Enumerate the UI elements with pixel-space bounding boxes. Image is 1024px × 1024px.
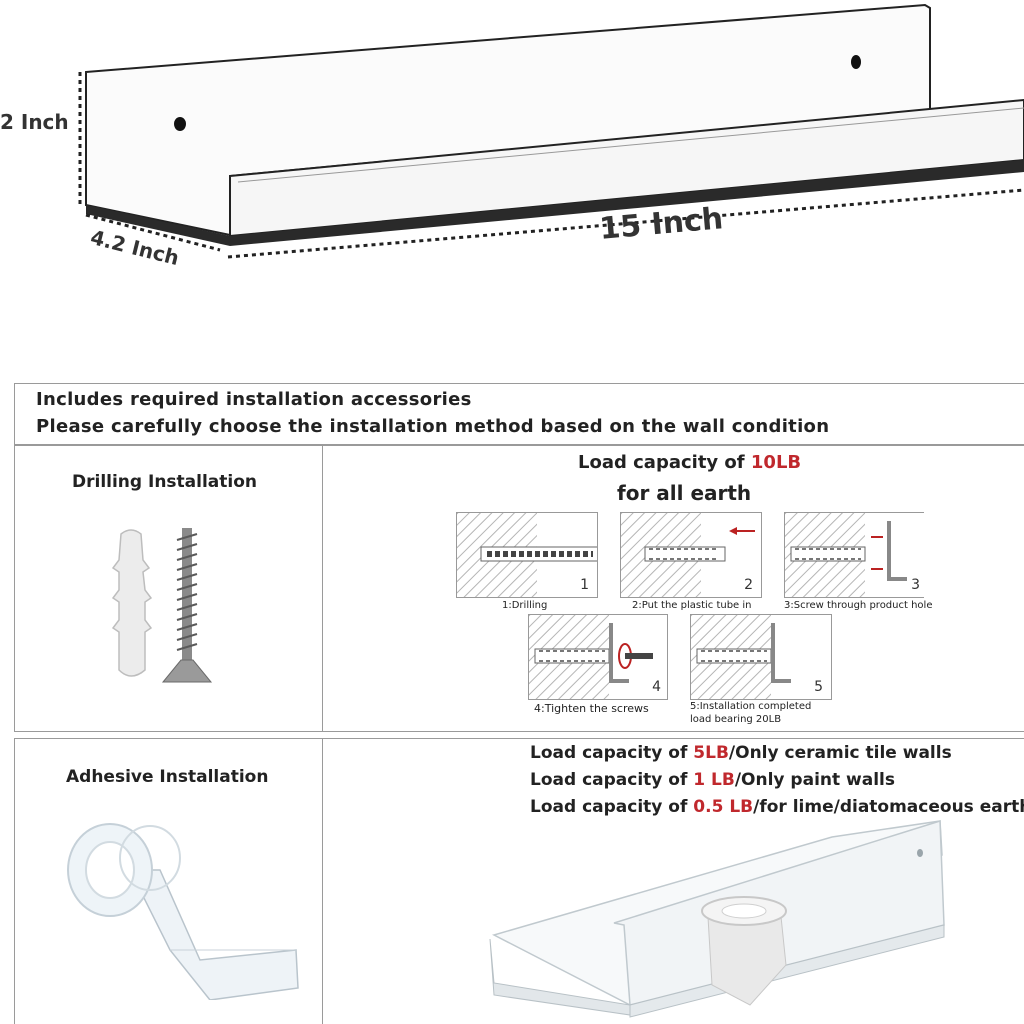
step-4-diagram: 4 <box>528 614 668 700</box>
anchor-and-screw-image <box>111 528 213 683</box>
adhesive-line-1-prefix: Load capacity of <box>530 743 694 763</box>
step-1-caption: 1:Drilling <box>502 600 548 611</box>
drilling-load-value: 10LB <box>750 452 802 473</box>
step-1-diagram: 1 <box>456 512 598 598</box>
step-5-caption: 5:Installation completed <box>690 701 812 712</box>
adhesive-load-line-1: Load capacity of 5LB/Only ceramic tile w… <box>530 743 952 763</box>
step-1-number: 1 <box>580 577 589 593</box>
step-4-number: 4 <box>652 679 661 695</box>
adhesive-line-1-suffix: /Only ceramic tile walls <box>728 743 952 763</box>
step-2-diagram: 2 <box>620 512 762 598</box>
step-5-number: 5 <box>814 679 823 695</box>
dim-height-label: 2 Inch <box>0 110 69 134</box>
step-3-number: 3 <box>911 577 920 593</box>
step-2-caption: 2:Put the plastic tube in <box>632 600 752 611</box>
adhesive-title: Adhesive Installation <box>66 767 269 787</box>
adhesive-line-2-prefix: Load capacity of <box>530 770 694 790</box>
adhesive-row <box>14 738 1024 1024</box>
step-5-caption-2: load bearing 20LB <box>690 714 782 725</box>
step-4-caption: 4:Tighten the screws <box>534 702 649 715</box>
drilling-load-suffix: for all earth <box>617 481 752 505</box>
drilling-title: Drilling Installation <box>72 472 257 492</box>
adhesive-line-2-value: 1 LB <box>693 770 735 790</box>
header-line-2: Please carefully choose the installation… <box>36 416 830 437</box>
adhesive-load-line-3: Load capacity of 0.5 LB/for lime/diatoma… <box>530 797 1024 817</box>
adhesive-line-3-value: 0.5 LB <box>693 797 754 817</box>
step-3-caption: 3:Screw through product hole <box>784 600 933 611</box>
drilling-load-capacity: Load capacity of 10LB <box>578 452 801 473</box>
drilling-divider <box>322 445 323 732</box>
adhesive-line-3-prefix: Load capacity of <box>530 797 694 817</box>
adhesive-line-1-value: 5LB <box>693 743 729 763</box>
drilling-load-prefix: Load capacity of <box>578 452 751 473</box>
header-line-1: Includes required installation accessori… <box>36 389 472 410</box>
adhesive-line-2-suffix: /Only paint walls <box>734 770 895 790</box>
step-2-number: 2 <box>744 577 753 593</box>
adhesive-load-line-2: Load capacity of 1 LB/Only paint walls <box>530 770 895 790</box>
adhesive-divider <box>322 738 323 1024</box>
accessories-header-box <box>14 383 1024 445</box>
adhesive-line-3-suffix: /for lime/diatomaceous earth <box>753 797 1024 817</box>
shelf-with-tape-image <box>489 819 945 1018</box>
shelf-dimension-illustration <box>78 3 1024 259</box>
drilling-row <box>14 445 1024 732</box>
step-5-diagram: 5 <box>690 614 832 700</box>
step-3-diagram: 3 <box>784 512 924 598</box>
adhesive-tape-image <box>67 823 299 1000</box>
